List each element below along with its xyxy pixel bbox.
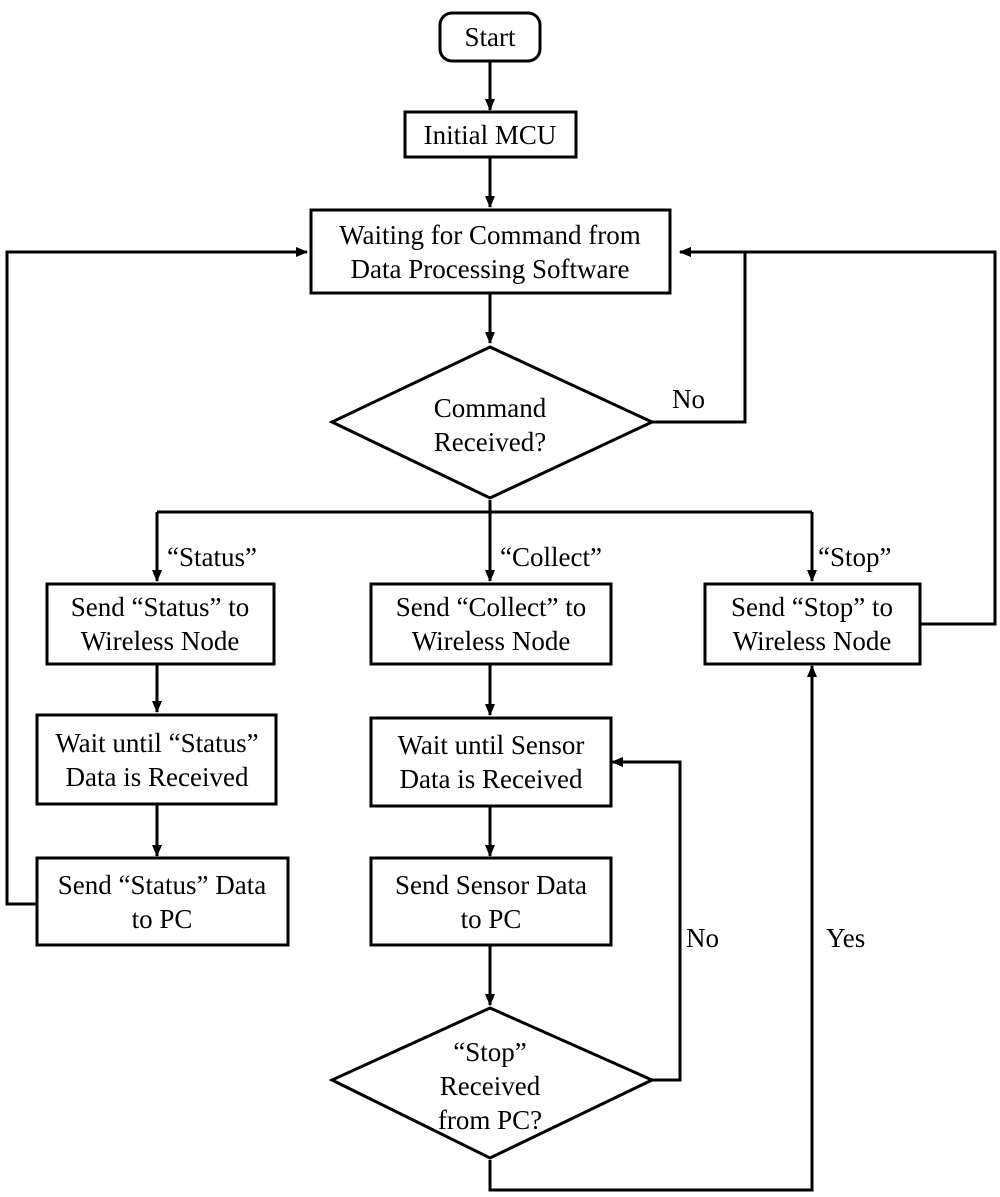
node-text-line: Data is Received: [400, 764, 583, 794]
connectors: [5, 62, 997, 1192]
node-text-line: Data Processing Software: [351, 254, 630, 284]
wait-command-box: [309, 208, 672, 295]
node-text-line: to PC: [461, 904, 522, 934]
start-terminal: [438, 11, 542, 63]
send-status-pc-text: Send “Status” Data to PC: [58, 870, 266, 934]
node-text-line: “Stop”: [453, 1037, 527, 1067]
wait-sensor-box: [369, 716, 613, 808]
node-text-line: Received?: [434, 427, 546, 457]
node-text-line: Data is Received: [66, 762, 249, 792]
stop-decision-diamond: [328, 1006, 656, 1160]
init-text: Initial MCU: [424, 120, 557, 150]
node-texts: Start Initial MCU Waiting for Command fr…: [55, 22, 893, 1135]
node-text-line: Send “Status” Data: [58, 870, 266, 900]
send-sensor-pc-box: [369, 856, 613, 947]
arrow-stop-loop-back: [679, 247, 997, 626]
label-status: “Status”: [167, 542, 257, 572]
arrow-no-loop-bottom: [611, 757, 682, 1082]
command-decision-diamond: [328, 345, 656, 500]
node-text-line: from PC?: [438, 1105, 542, 1135]
node-text-line: Wait until “Status”: [55, 728, 258, 758]
arrow-status-loop-back: [5, 247, 308, 906]
wait-status-box: [35, 713, 278, 806]
node-text-line: Initial MCU: [424, 120, 557, 150]
stop-decision-text: “Stop” Received from PC?: [438, 1037, 542, 1135]
send-stop-text: Send “Stop” to Wireless Node: [731, 592, 893, 656]
send-collect-box: [369, 582, 613, 666]
send-status-text: Send “Status” to Wireless Node: [71, 592, 249, 656]
node-text-line: Send “Collect” to: [396, 592, 586, 622]
node-text-line: Wait until Sensor: [398, 730, 585, 760]
label-stop: “Stop”: [818, 542, 892, 572]
node-text-line: Start: [465, 22, 516, 52]
label-no-bottom: No: [686, 923, 719, 953]
send-stop-box: [703, 582, 922, 666]
send-sensor-pc-text: Send Sensor Data to PC: [395, 870, 587, 934]
node-text-line: Received: [440, 1071, 541, 1101]
arrow-yes-to-send-stop: [488, 665, 817, 1192]
node-text-line: Waiting for Command from: [339, 220, 641, 250]
node-text-line: Wireless Node: [81, 626, 240, 656]
node-text-line: Command: [434, 393, 547, 423]
init-box: [403, 110, 578, 159]
node-text-line: Wireless Node: [412, 626, 571, 656]
edge-labels: No “Status” “Collect” “Stop” No Yes: [167, 384, 892, 953]
send-status-pc-box: [35, 856, 290, 947]
shapes: [35, 11, 922, 1160]
wait-status-text: Wait until “Status” Data is Received: [55, 728, 258, 792]
node-text-line: Send Sensor Data: [395, 870, 587, 900]
node-text-line: to PC: [132, 904, 193, 934]
label-collect: “Collect”: [500, 542, 602, 572]
label-yes: Yes: [826, 923, 865, 953]
node-text-line: Send “Stop” to: [731, 592, 893, 622]
node-text-line: Send “Status” to: [71, 592, 249, 622]
node-text-line: Wireless Node: [733, 626, 892, 656]
send-collect-text: Send “Collect” to Wireless Node: [396, 592, 586, 656]
start-text: Start: [465, 22, 516, 52]
send-status-box: [45, 582, 276, 666]
label-no-top: No: [672, 384, 705, 414]
